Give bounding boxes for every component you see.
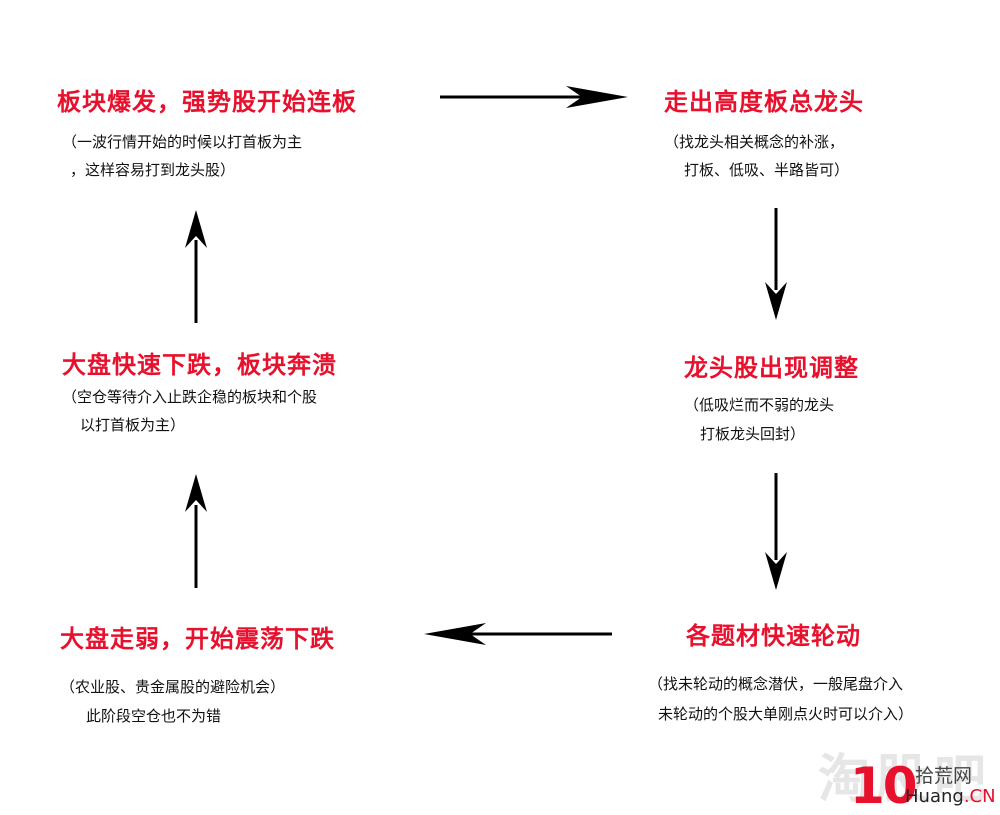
logo-number: 10 bbox=[850, 757, 918, 815]
arrow-down-right-1 bbox=[765, 208, 787, 320]
step-note-line-2: 此阶段空仓也不为错 bbox=[86, 707, 222, 725]
logo-en-suffix: .CN bbox=[963, 786, 996, 807]
step-title: 板块爆发，强势股开始连板 bbox=[57, 88, 357, 116]
step-note-line-1: （农业股、贵金属股的避险机会） bbox=[60, 678, 286, 696]
step-note-line-1: （找龙头相关概念的补涨， bbox=[664, 133, 845, 151]
step-title: 龙头股出现调整 bbox=[684, 354, 859, 382]
step-title: 走出高度板总龙头 bbox=[664, 88, 864, 116]
watermark-text: 淘股吧 bbox=[818, 750, 993, 810]
arrow-right-top bbox=[440, 86, 628, 108]
logo-en-name: Huang.CN bbox=[905, 786, 996, 807]
step-note-line-1: （低吸烂而不弱的龙头 bbox=[684, 396, 835, 414]
step-note-line-1: （一波行情开始的时候以打首板为主 bbox=[62, 133, 303, 151]
logo-cn-name: 拾荒网 bbox=[915, 765, 973, 787]
step-note-line-2: ，这样容易打到龙头股） bbox=[70, 161, 236, 179]
step-title: 各题材快速轮动 bbox=[686, 622, 861, 650]
step-note-line-2: 打板龙头回封） bbox=[700, 425, 806, 443]
step-note-line-1: （找未轮动的概念潜伏，一般尾盘介入 bbox=[648, 675, 904, 693]
step-note-line-1: （空仓等待介入止跌企稳的板块和个股 bbox=[62, 388, 318, 406]
step-note-line-2: 以打首板为主） bbox=[80, 416, 186, 434]
arrow-left-bottom bbox=[424, 623, 612, 645]
step-note-line-2: 未轮动的个股大单刚点火时可以介入） bbox=[658, 705, 914, 723]
step-title: 大盘快速下跌，板块奔溃 bbox=[62, 351, 337, 379]
arrow-up-left-1 bbox=[185, 474, 207, 588]
logo-en-prefix: Huang bbox=[905, 786, 964, 807]
arrow-up-left-2 bbox=[185, 210, 207, 323]
arrow-down-right-2 bbox=[765, 473, 787, 590]
step-title: 大盘走弱，开始震荡下跌 bbox=[60, 625, 335, 653]
site-logo: 10 拾荒网 Huang.CN bbox=[850, 757, 1000, 815]
step-note-line-2: 打板、低吸、半路皆可） bbox=[684, 161, 850, 179]
